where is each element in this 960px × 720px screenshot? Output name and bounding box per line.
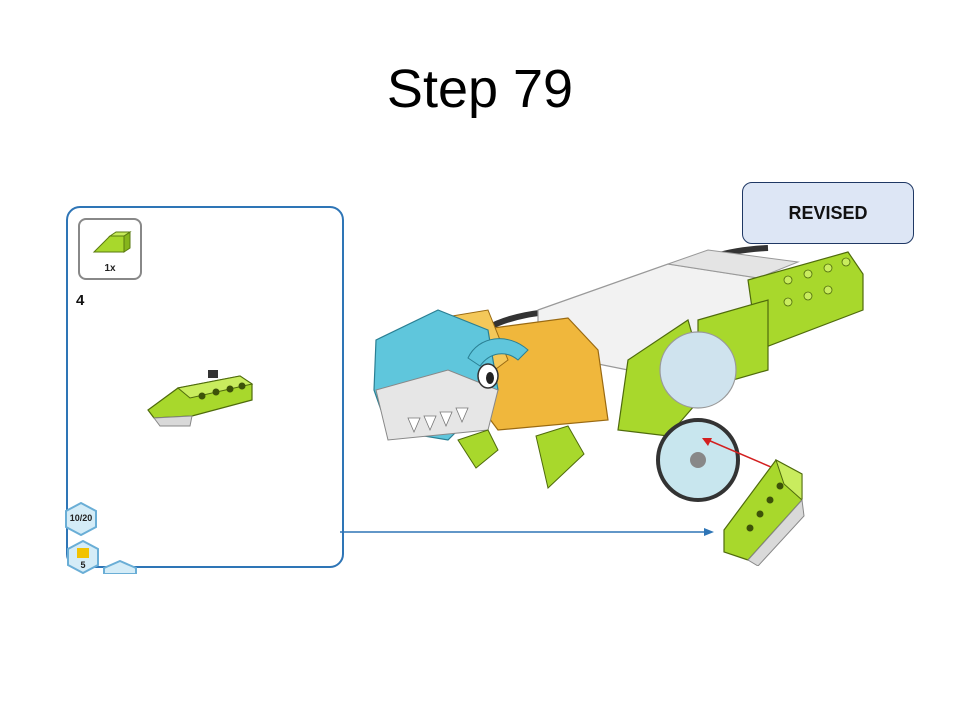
lime-slope-brick-icon bbox=[92, 231, 132, 253]
pieces-badge: 5 bbox=[66, 540, 100, 574]
revised-label: REVISED bbox=[788, 203, 868, 223]
callout-connector-arrow bbox=[340, 528, 714, 536]
part-quantity: 1x bbox=[104, 263, 116, 274]
subassembly-illustration bbox=[147, 370, 254, 427]
new-part-illustration bbox=[723, 458, 805, 566]
progress-badge: 10/20 bbox=[64, 502, 98, 536]
lego-wedo-dinosaur-model bbox=[373, 245, 864, 502]
partial-badge-icon bbox=[103, 560, 137, 574]
pieces-badge-label: 5 bbox=[80, 560, 86, 570]
progress-badge-label: 10/20 bbox=[69, 513, 93, 523]
slide-title: Step 79 bbox=[386, 59, 574, 119]
revised-stamp: REVISED bbox=[742, 182, 914, 244]
substep-number: 4 bbox=[76, 292, 85, 309]
parts-list-box: 1x bbox=[78, 218, 142, 280]
